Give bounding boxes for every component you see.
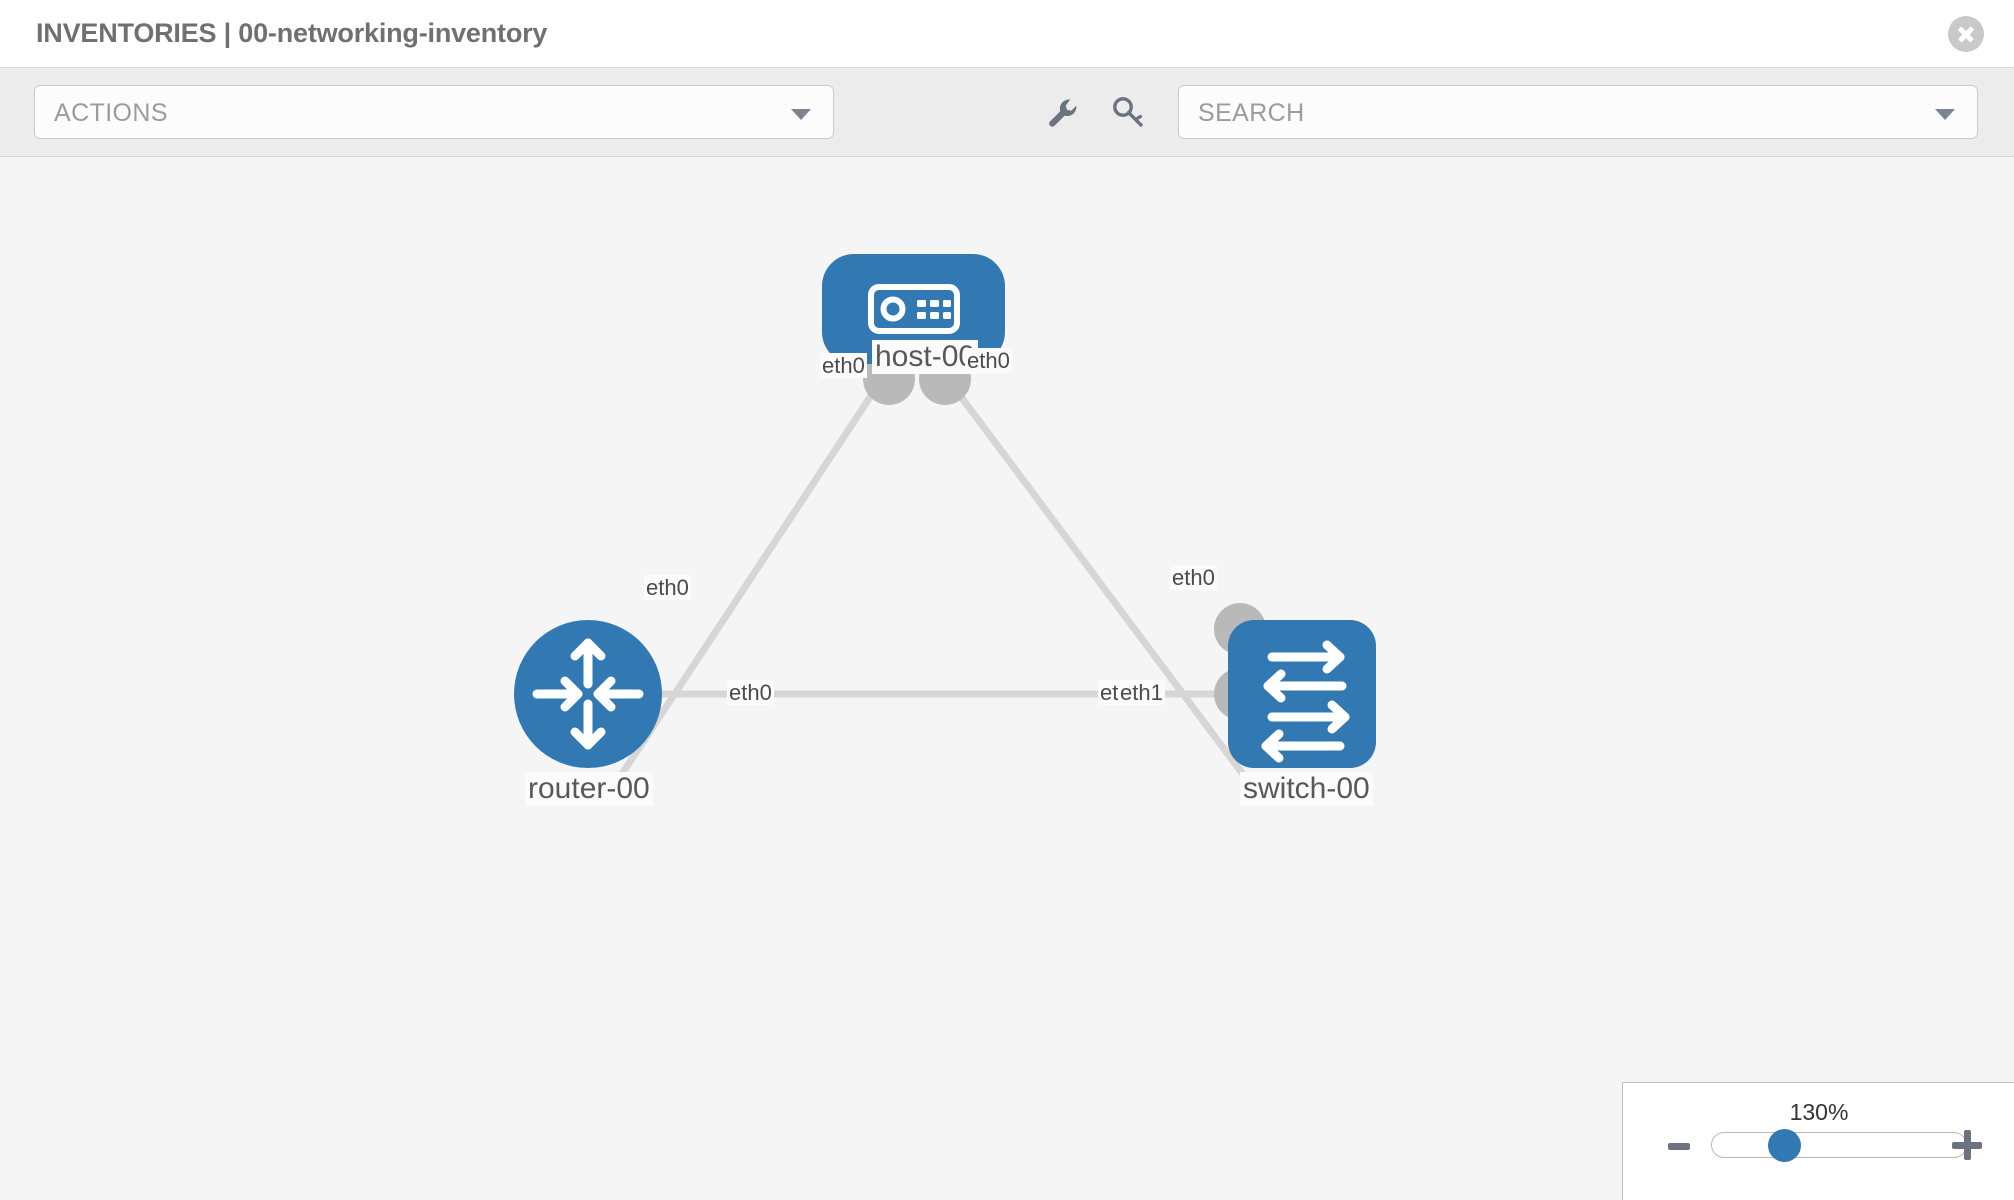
- node-router-00: [514, 620, 662, 768]
- zoom-control-panel: 130%: [1622, 1082, 2014, 1200]
- chevron-down-icon[interactable]: [1935, 109, 1955, 120]
- link-host-switch: [947, 379, 1248, 780]
- node-host-00: [822, 254, 1005, 364]
- iface-label-router-up: eth0: [644, 575, 691, 601]
- close-icon[interactable]: [1948, 16, 1984, 52]
- zoom-slider[interactable]: [1711, 1132, 1967, 1158]
- topology-ports: [604, 353, 1266, 720]
- topology-links: [617, 379, 1248, 780]
- key-icon[interactable]: [1110, 95, 1146, 131]
- switch-icon: [1261, 640, 1350, 763]
- page-header: INVENTORIES | 00-networking-inventory: [0, 0, 2014, 68]
- topology-canvas[interactable]: host-00 eth0 eth0 eth0 eth0 eth0 eth0 et…: [0, 157, 2014, 1200]
- zoom-slider-thumb[interactable]: [1768, 1129, 1801, 1162]
- minus-icon[interactable]: [1668, 1143, 1690, 1150]
- node-switch-00: [1228, 620, 1376, 768]
- chevron-down-icon: [791, 109, 811, 120]
- iface-label-host-right: eth0: [965, 348, 1012, 374]
- page-title: INVENTORIES | 00-networking-inventory: [36, 18, 548, 48]
- iface-label-switch-up: eth0: [1170, 565, 1217, 591]
- node-label-router-00: router-00: [525, 772, 653, 806]
- wrench-icon[interactable]: [1045, 95, 1081, 131]
- search-input-value: SEARCH: [1198, 99, 1305, 127]
- iface-label-host-left: eth0: [820, 353, 867, 379]
- node-label-switch-00: switch-00: [1240, 772, 1373, 806]
- router-icon: [532, 638, 644, 750]
- topology-graph: [514, 254, 1376, 780]
- zoom-level-text: 130%: [1789, 1099, 1849, 1125]
- iface-label-router-right: eth0: [727, 680, 774, 706]
- node-label-host-00: host-00: [872, 340, 979, 374]
- actions-dropdown[interactable]: ACTIONS: [34, 85, 834, 139]
- server-icon: [868, 284, 960, 334]
- plus-icon[interactable]: [1952, 1130, 1982, 1160]
- link-host-router: [617, 380, 883, 779]
- iface-label-switch-left-b: eth1: [1118, 680, 1165, 706]
- actions-dropdown-label: ACTIONS: [54, 99, 168, 127]
- toolbar: ACTIONS SEARCH: [0, 68, 2014, 157]
- search-input[interactable]: SEARCH: [1178, 85, 1978, 139]
